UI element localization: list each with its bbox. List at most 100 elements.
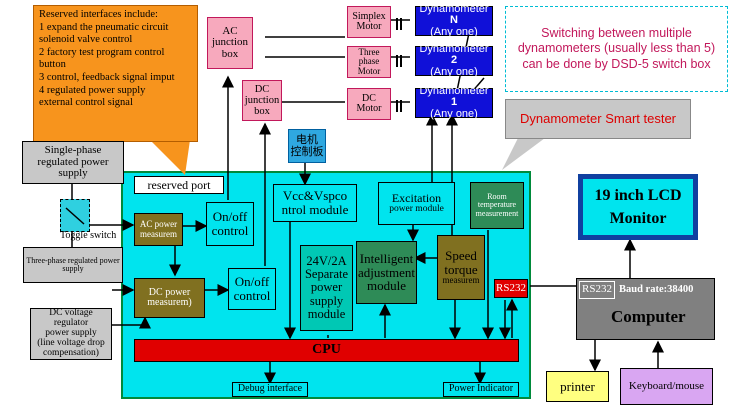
intelligent-adjustment-module: Intelligent adjustment module bbox=[356, 241, 417, 304]
dc-junction-label: junction bbox=[244, 94, 280, 106]
callout-line: external control signal bbox=[39, 97, 133, 109]
debug-interface: Debug interface bbox=[232, 382, 308, 397]
dynamometer-sub: (Any one) bbox=[430, 25, 478, 38]
sep-power-label: supply bbox=[309, 293, 344, 308]
three-phase-supply: Three-phase regulated power supply bbox=[23, 247, 123, 283]
dynamometer-name: Dynamometer bbox=[419, 2, 489, 15]
dc-regulator-supply: DC voltage regulator power supply (line … bbox=[30, 308, 112, 360]
monitor-label: Monitor bbox=[609, 210, 667, 227]
ac-power-measurement: AC power measurem bbox=[134, 213, 183, 246]
sep-power-label: power bbox=[310, 280, 343, 295]
single-phase-label: regulated power bbox=[37, 155, 109, 168]
baud-rate: Baud rate:38400 bbox=[619, 284, 694, 295]
ac-junction-label: junction bbox=[211, 36, 249, 49]
lcd-monitor: 19 inch LCD Monitor bbox=[578, 174, 698, 240]
power-indicator: Power Indicator bbox=[443, 382, 519, 397]
dc-motor: DC Motor bbox=[347, 88, 391, 120]
room-temp-label: measurement bbox=[475, 208, 519, 218]
rs232-label: RS232 bbox=[496, 281, 526, 294]
dc-junction-label: box bbox=[254, 106, 270, 117]
excitation-power-module: Excitation power module bbox=[378, 182, 455, 225]
sep-power-label: Separate bbox=[304, 267, 349, 282]
motor-label: Motor bbox=[356, 103, 382, 114]
dynamometer-2: Dynamometer 2 (Any one) bbox=[415, 42, 493, 78]
callout-line: 3 control, feedback signal imput bbox=[39, 71, 175, 83]
computer: RS232 Baud rate:38400 Computer bbox=[576, 278, 715, 340]
speed-label: measurem bbox=[442, 275, 480, 286]
power-indicator-label: Power Indicator bbox=[448, 383, 514, 395]
coupling-mark bbox=[395, 15, 403, 33]
toggle-switch-label: Toggle switch bbox=[60, 230, 117, 241]
sep-power-label: module bbox=[307, 306, 346, 321]
dynamometer-name: Dynamometer bbox=[419, 84, 489, 97]
ac-power-label: measurem bbox=[140, 228, 177, 239]
coupling-mark bbox=[395, 97, 403, 115]
single-phase-label: supply bbox=[58, 167, 88, 180]
monitor-label: 19 inch LCD bbox=[594, 186, 682, 204]
motor-label: Simplex bbox=[352, 10, 386, 22]
printer: printer bbox=[546, 371, 609, 402]
ac-power-label: AC power bbox=[139, 219, 178, 230]
rs232-label: RS232 bbox=[582, 283, 612, 296]
separate-power-supply-module: 24V/2A Separate power supply module bbox=[300, 245, 353, 331]
on-off-label: control bbox=[211, 223, 249, 238]
callout-line: 1 expand the pneumatic circuit bbox=[39, 21, 169, 33]
motor-label: Motor bbox=[357, 65, 381, 76]
control-board-label: 控制板 bbox=[290, 145, 324, 158]
dc-junction-label: DC bbox=[254, 83, 270, 95]
intelligent-label: adjustment bbox=[357, 264, 416, 280]
on-off-label: On/off bbox=[234, 274, 270, 290]
callout-line: solenoid valve control bbox=[39, 34, 133, 46]
rs232-port-computer: RS232 bbox=[579, 281, 615, 299]
reserved-port: reserved port bbox=[134, 176, 224, 194]
on-off-label: On/off bbox=[212, 209, 248, 225]
room-temp-label: Room bbox=[487, 191, 507, 201]
dc-power-label: measurem) bbox=[147, 297, 192, 308]
dynamometer-sub: (Any one) bbox=[430, 107, 478, 120]
debug-label: Debug interface bbox=[237, 383, 303, 395]
dynamometer-name: Dynamometer bbox=[419, 42, 489, 55]
motor-label: DC bbox=[362, 92, 376, 104]
room-temp-label: temperature bbox=[477, 200, 517, 210]
speed-label: Speed bbox=[445, 248, 477, 264]
vcc-label: ntrol module bbox=[281, 202, 349, 217]
excitation-label: Excitation bbox=[391, 191, 442, 206]
dynamometer-id: 1 bbox=[450, 96, 458, 109]
dynamometer-sub: (Any one) bbox=[430, 65, 478, 78]
speed-torque-measurement: Speed torque measurem bbox=[437, 235, 485, 300]
reserved-interfaces-callout: Reserved interfaces include: 1 expand th… bbox=[33, 5, 198, 142]
three-phase-label: Three-phase regulated power bbox=[26, 255, 120, 265]
dc-junction-box: DC junction box bbox=[242, 80, 282, 121]
keyboard-mouse: Keyboard/mouse bbox=[620, 368, 713, 405]
on-off-label: control bbox=[233, 288, 271, 303]
single-phase-supply: Single-phase regulated power supply bbox=[22, 141, 124, 184]
simplex-motor: Simplex Motor bbox=[347, 6, 391, 38]
ac-junction-label: box bbox=[221, 47, 239, 60]
keyboard-label: Keyboard/mouse bbox=[628, 379, 705, 392]
cpu-label: CPU bbox=[312, 342, 341, 358]
printer-label: printer bbox=[560, 378, 595, 394]
ac-junction-box: AC junction box bbox=[207, 17, 253, 69]
toggle-switch-icon bbox=[65, 206, 85, 225]
intelligent-label: module bbox=[367, 278, 406, 294]
toggle-switch bbox=[60, 199, 90, 232]
switching-note: Switching between multiple dynamometers … bbox=[505, 6, 728, 92]
intelligent-label: Intelligent bbox=[359, 251, 414, 267]
dc-regulator-label: power supply bbox=[45, 328, 97, 339]
dynamometer-id: N bbox=[450, 14, 458, 27]
three-phase-label: supply bbox=[62, 264, 84, 273]
cpu-bar: CPU bbox=[134, 339, 519, 362]
dynamometer-n: Dynamometer N (Any one) bbox=[415, 2, 493, 38]
reserved-port-label: reserved port bbox=[147, 177, 211, 192]
dc-power-label: DC power bbox=[148, 286, 191, 298]
single-phase-label: Single-phase bbox=[44, 144, 102, 157]
callout-line: 4 regulated power supply bbox=[39, 84, 146, 96]
dynamometer-1: Dynamometer 1 (Any one) bbox=[415, 84, 493, 120]
switching-note-text: Switching between multiple dynamometers … bbox=[517, 25, 716, 71]
motor-label: Three phase bbox=[358, 46, 380, 67]
vcc-control-module: Vcc&Vspco ntrol module bbox=[273, 184, 357, 222]
callout-line: Reserved interfaces include: bbox=[39, 9, 158, 20]
excitation-label: power module bbox=[389, 203, 444, 214]
speed-label: torque bbox=[444, 261, 478, 277]
dc-regulator-label: DC voltage regulator bbox=[49, 308, 93, 329]
